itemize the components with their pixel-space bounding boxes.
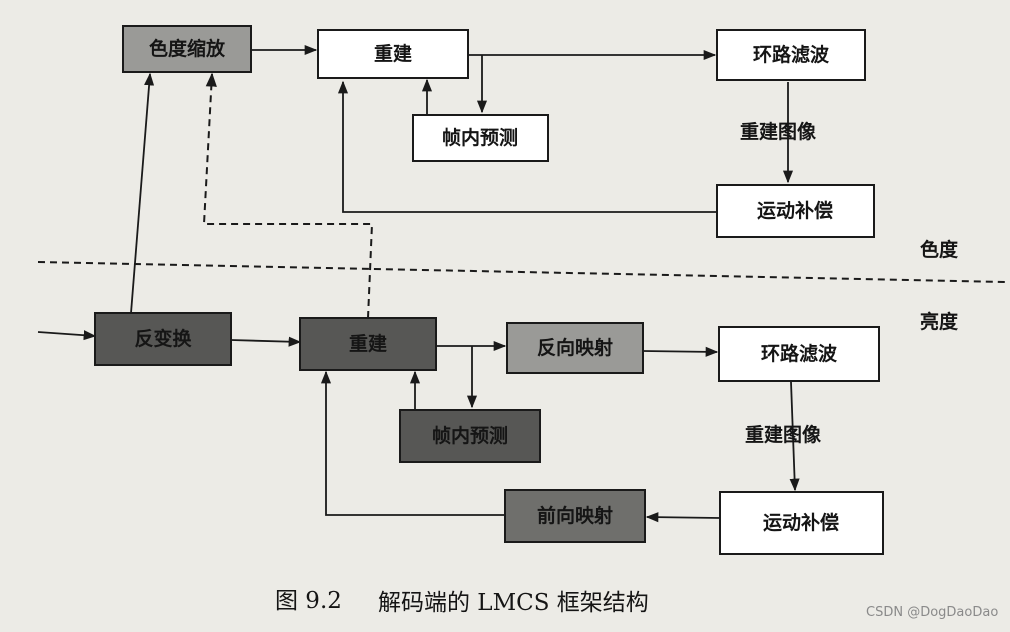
chroma-intra-box: 帧内预测 [412, 114, 549, 162]
arrow-invmap-to-loopfilter [642, 346, 719, 357]
svg-text:色度缩放: 色度缩放 [149, 37, 226, 60]
arrow-input [37, 330, 97, 341]
watermark: CSDN @DogDaoDao [866, 605, 998, 620]
dashed-luma-recon-to-scaling [202, 72, 374, 319]
figure-caption: 解码端的 LMCS 框架结构 [378, 590, 649, 616]
chroma-recon-pic-label: 重建图像 [740, 120, 817, 143]
chroma-region-label: 色度 [920, 238, 959, 261]
svg-text:反向映射: 反向映射 [537, 336, 613, 359]
svg-text:前向映射: 前向映射 [537, 504, 613, 527]
chroma-scaling-box: 色度缩放 [122, 25, 252, 73]
luma-invmap-box: 反向映射 [506, 322, 644, 374]
figure-number: 图 9.2 [275, 588, 342, 614]
luma-recon-box: 重建 [299, 317, 437, 371]
svg-text:帧内预测: 帧内预测 [432, 424, 508, 447]
svg-text:重建: 重建 [374, 42, 412, 65]
svg-text:反变换: 反变换 [134, 327, 192, 350]
svg-text:环路滤波: 环路滤波 [753, 43, 830, 66]
luma-intra-box: 帧内预测 [399, 409, 541, 463]
arrow-fwdmap-to-recon [320, 370, 505, 516]
svg-text:环路滤波: 环路滤波 [761, 342, 838, 365]
svg-text:运动补偿: 运动补偿 [757, 199, 833, 222]
chroma-recon-box: 重建 [317, 29, 469, 79]
svg-text:重建: 重建 [349, 332, 387, 355]
chroma-luma-separator [37, 261, 1006, 283]
luma-recon-pic-label: 重建图像 [745, 423, 822, 446]
arrow-loopfilter-to-mc [789, 381, 800, 492]
luma-fwdmap-box: 前向映射 [504, 489, 646, 543]
chroma-loopfilter-box: 环路滤波 [716, 29, 866, 81]
luma-invtransform-box: 反变换 [94, 312, 232, 366]
luma-mc-box: 运动补偿 [719, 491, 884, 555]
luma-region-label: 亮度 [920, 310, 959, 333]
svg-text:帧内预测: 帧内预测 [442, 126, 518, 149]
arrow-invtransform-to-recon [230, 336, 302, 347]
chroma-mc-box: 运动补偿 [716, 184, 875, 238]
svg-text:运动补偿: 运动补偿 [763, 511, 839, 534]
luma-loopfilter-box: 环路滤波 [718, 326, 880, 382]
arrow-invtransform-to-scaling [130, 72, 155, 314]
arrow-mc-to-recon [337, 80, 717, 213]
arrow-mc-to-fwdmap [645, 512, 721, 523]
